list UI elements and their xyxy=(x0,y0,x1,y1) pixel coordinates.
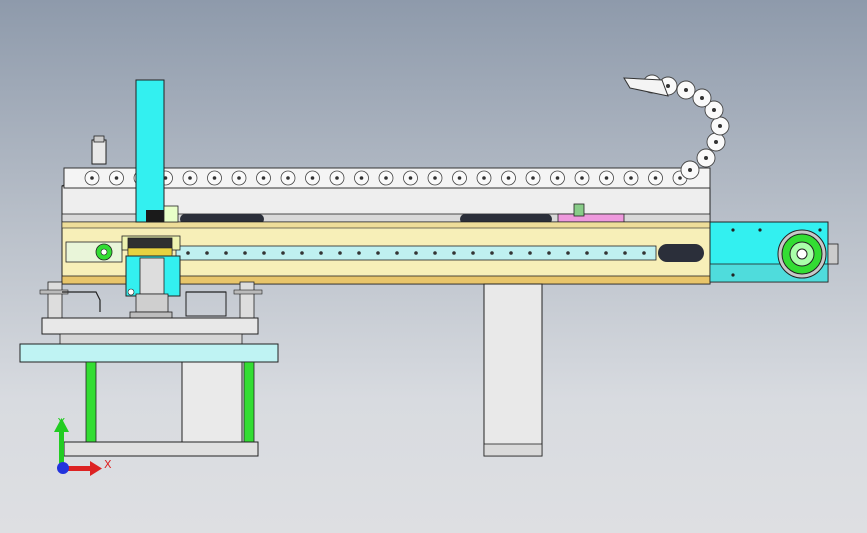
lower-fixture xyxy=(19,281,279,457)
track-hole xyxy=(490,251,494,255)
track-hole xyxy=(395,251,399,255)
right-oval-slot xyxy=(658,244,704,262)
carriage[interactable] xyxy=(121,235,181,323)
left-end-stop xyxy=(65,241,123,263)
track-hole xyxy=(642,251,646,255)
track-hole xyxy=(319,251,323,255)
track-hole xyxy=(414,251,418,255)
track-hole xyxy=(528,251,532,255)
track-hole xyxy=(281,251,285,255)
track-hole xyxy=(186,251,190,255)
chain-link xyxy=(706,132,726,152)
bottom-plate xyxy=(63,441,259,457)
chain-link xyxy=(696,148,716,168)
track-holes xyxy=(186,251,646,255)
track-hole xyxy=(205,251,209,255)
chain-link xyxy=(692,88,712,108)
track-hole xyxy=(623,251,627,255)
support-column xyxy=(483,283,543,457)
track-hole xyxy=(509,251,513,255)
triad-x-label: X xyxy=(104,458,112,471)
vertical-arm[interactable] xyxy=(135,79,179,223)
track-hole xyxy=(585,251,589,255)
green-post-right xyxy=(243,361,255,445)
track-hole xyxy=(471,251,475,255)
chain-link xyxy=(710,116,730,136)
track-hole xyxy=(376,251,380,255)
drive-pulley-icon xyxy=(777,229,827,279)
top-knob xyxy=(91,139,107,165)
chain-link xyxy=(676,80,696,100)
base-plate xyxy=(19,343,279,363)
triad-y-label: Y xyxy=(57,416,65,429)
coordinate-triad-icon: Y X xyxy=(54,416,112,476)
track-hole xyxy=(224,251,228,255)
track-hole xyxy=(338,251,342,255)
chain-end-mount xyxy=(623,77,669,97)
track-hole xyxy=(604,251,608,255)
track-hole xyxy=(547,251,551,255)
track-hole xyxy=(566,251,570,255)
track-hole xyxy=(357,251,361,255)
track-hole xyxy=(300,251,304,255)
drive-end-block[interactable] xyxy=(709,221,839,283)
chain-link xyxy=(704,100,724,120)
track-hole xyxy=(433,251,437,255)
track-hole xyxy=(243,251,247,255)
track-hole xyxy=(262,251,266,255)
green-post-left xyxy=(85,361,97,445)
track-hole xyxy=(452,251,456,255)
chain-link xyxy=(680,160,700,180)
